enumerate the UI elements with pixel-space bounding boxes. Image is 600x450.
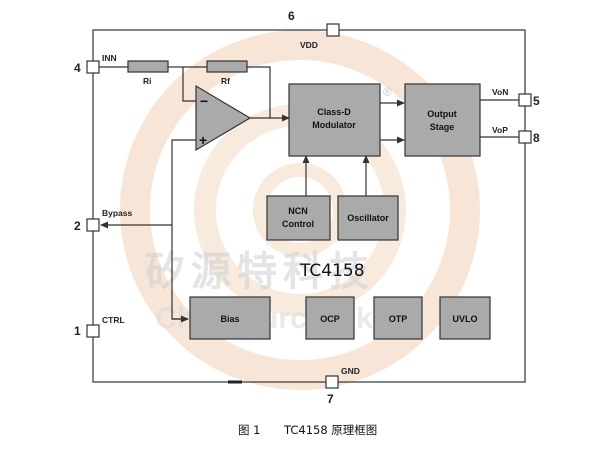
block-ncn-line1: NCN xyxy=(288,206,308,216)
block-bias xyxy=(189,296,271,340)
pin-vdd-label: VDD xyxy=(300,40,318,50)
block-otp-label: OTP xyxy=(389,314,408,324)
block-ocp-label: OCP xyxy=(320,314,340,324)
pin-vop-label: VoP xyxy=(492,125,508,135)
pin-bypass-label: Bypass xyxy=(102,208,133,218)
block-otp xyxy=(373,296,423,340)
block-oscillator-label: Oscillator xyxy=(347,213,389,223)
resistor-ri xyxy=(127,60,169,73)
resistor-rf-label: Rf xyxy=(221,76,230,86)
caption-text: TC4158 原理框图 xyxy=(283,423,377,437)
pin-vdd xyxy=(326,23,340,37)
block-output-stage xyxy=(404,83,481,157)
wires xyxy=(99,66,519,384)
pin-gnd-number: 7 xyxy=(327,392,334,406)
pin-von xyxy=(518,93,532,107)
block-output-line2: Stage xyxy=(430,122,455,132)
op-amp-minus: − xyxy=(200,93,208,109)
pin-inn xyxy=(86,60,100,74)
resistor-ri-label: Ri xyxy=(143,76,152,86)
caption-figure: 图 1 xyxy=(238,423,260,437)
block-modulator-line1: Class-D xyxy=(317,107,351,117)
watermark-chinese: 矽源特科技 xyxy=(145,248,375,295)
pin-ctrl-label: CTRL xyxy=(102,315,125,325)
block-ocp xyxy=(305,296,355,340)
block-class-d-modulator xyxy=(288,83,381,157)
pin-von-number: 5 xyxy=(533,94,540,108)
watermark-registered: ® xyxy=(383,85,392,99)
chip-outline xyxy=(92,29,526,383)
block-uvlo-label: UVLO xyxy=(452,314,477,324)
block-output-line1: Output xyxy=(427,109,457,119)
block-ncn-line2: Control xyxy=(282,219,314,229)
resistor-rf xyxy=(206,60,248,73)
pin-vop-number: 8 xyxy=(533,131,540,145)
block-uvlo xyxy=(439,296,491,340)
block-modulator-line2: Modulator xyxy=(312,120,356,130)
pin-inn-label: INN xyxy=(102,53,117,63)
pin-ctrl-number: 1 xyxy=(74,324,81,338)
pin-von-label: VoN xyxy=(492,87,508,97)
pin-bypass xyxy=(86,218,100,232)
block-ncn-control xyxy=(266,195,331,241)
pin-vop xyxy=(518,130,532,144)
pin-gnd xyxy=(325,375,339,389)
block-bias-label: Bias xyxy=(220,314,239,324)
block-oscillator xyxy=(337,195,399,241)
pin-gnd-label: GND xyxy=(341,366,360,376)
pin-inn-number: 4 xyxy=(74,61,81,75)
chip-name: TC4158 xyxy=(299,261,365,281)
pin-ctrl xyxy=(86,324,100,338)
op-amp-plus: + xyxy=(199,132,207,148)
op-amp xyxy=(195,84,252,152)
pin-bypass-number: 2 xyxy=(74,219,81,233)
pin-vdd-number: 6 xyxy=(288,9,295,23)
